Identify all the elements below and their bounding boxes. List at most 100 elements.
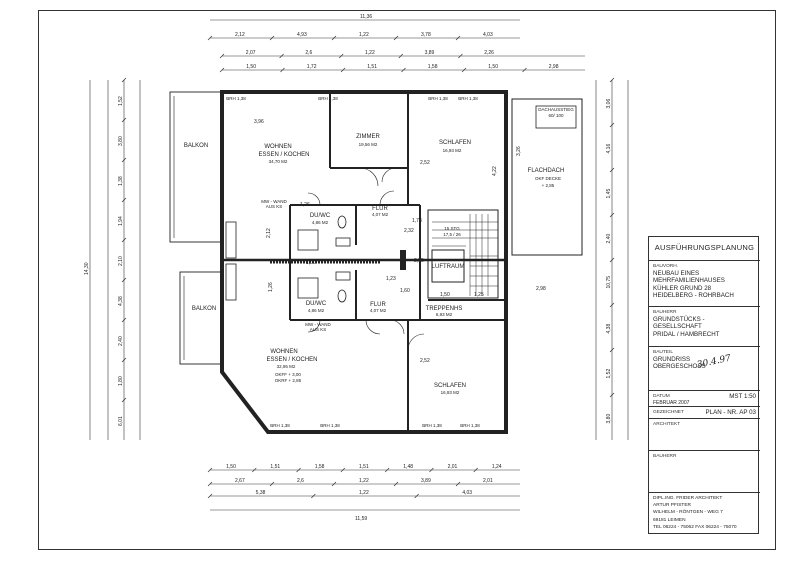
door-swings — [307, 167, 425, 351]
dimension-tick — [280, 67, 285, 73]
level-okff: OKFF + 3,00 — [275, 372, 301, 377]
window-brh-label: BRH 1,38 — [270, 423, 290, 428]
dimension-tick — [219, 53, 225, 59]
dimension-tick — [269, 35, 275, 41]
dim-inner: 1,26 — [268, 282, 274, 292]
dim-right: 4,16 — [606, 144, 612, 154]
dim-inner: 1,23 — [386, 276, 396, 282]
client-sign-label: BAUHERR — [653, 454, 677, 459]
room-wohnen-bottom-area: 32,95 M2 — [277, 364, 296, 369]
dim-top-row1: 2,12 — [235, 32, 245, 38]
architect-line: 69181 LEIMEN — [653, 517, 686, 523]
dimension-tick — [338, 53, 344, 59]
part-cell: BAUTEIL GRUNDRISS OBERGESCHOSS 30.4.97 — [649, 347, 760, 391]
dimension-tick — [296, 467, 301, 473]
dim-bottom-row2: 1,22 — [359, 478, 369, 484]
dim-inner: 2,12 — [266, 228, 272, 238]
architect-sign-cell: ARCHITEKT — [649, 419, 760, 451]
dim-right: 1,52 — [606, 369, 612, 379]
dim-inner: 1,73 — [412, 218, 422, 224]
dim-inner: 2,55 — [414, 258, 424, 264]
room-schlafen-top: SCHLAFEN — [439, 140, 471, 146]
dimension-tick — [340, 67, 346, 73]
dimension-tick — [455, 35, 461, 41]
toilet-top — [337, 215, 347, 229]
dim-right: 3,80 — [606, 414, 612, 424]
dim-top-row3: 1,50 — [488, 64, 498, 70]
client-line: GESELLSCHAFT — [653, 323, 702, 331]
dimension-tick — [609, 77, 615, 83]
washbasin-top — [335, 237, 351, 247]
mw-wall-bottom-sub: AUS KS — [310, 327, 327, 332]
dim-bottom-row1: 1,51 — [359, 464, 369, 470]
dim-inner: 1,60 — [400, 288, 410, 294]
dimension-tick — [121, 357, 127, 363]
dim-bottom-row1: 1,50 — [226, 464, 236, 470]
dim-left: 2,40 — [118, 336, 124, 346]
project-cell: BAUVORH. NEUBAU EINES MEHRFAMILIENHAUSES… — [649, 261, 760, 307]
dim-top-row3: 1,50 — [246, 64, 256, 70]
kitchen-counter-top — [225, 221, 237, 259]
dimension-tick — [340, 467, 346, 473]
dim-top-total: 11,36 — [360, 14, 372, 20]
dim-inner: 4,22 — [492, 166, 498, 176]
dimension-tick — [121, 277, 127, 283]
dimension-tick — [398, 53, 404, 59]
dimension-tick — [331, 35, 337, 41]
title-block: AUSFÜHRUNGSPLANUNG BAUVORH. NEUBAU EINES… — [648, 236, 760, 535]
dim-inner: 1,26 — [300, 202, 310, 208]
staircase-outline — [427, 209, 499, 299]
dimension-tick — [121, 117, 127, 123]
kitchen-counter-bottom — [225, 263, 237, 301]
part-line: GRUNDRISS — [653, 356, 691, 364]
flachdach-sub: OKF DECKE — [535, 176, 561, 181]
sheet-frame — [38, 10, 776, 550]
dimension-tick — [609, 122, 615, 128]
dim-right: 1,45 — [606, 189, 612, 199]
architect-line: ARTUR PFISTER — [653, 503, 692, 509]
client-line: GRUNDSTÜCKS - — [653, 316, 705, 324]
room-duwc-bottom: DU/WC — [306, 301, 327, 307]
dim-bottom-row2: 2,6 — [297, 478, 304, 484]
dimension-tick — [121, 317, 127, 323]
dimension-tick — [279, 53, 284, 59]
dimension-tick — [401, 67, 406, 73]
room-duwc-top: DU/WC — [310, 213, 331, 219]
dim-top-row2: 2,26 — [484, 50, 494, 56]
dimension-tick — [414, 493, 419, 499]
project-line: HEIDELBERG - ROHRBACH — [653, 291, 734, 299]
dimension-tick — [121, 77, 127, 83]
dimension-tick — [609, 347, 615, 353]
room-balkon-top: BALKON — [184, 143, 208, 149]
room-wohnen-bottom: WOHNEN — [270, 349, 297, 355]
dim-right: 4,38 — [606, 324, 612, 334]
dimension-tick — [121, 237, 127, 243]
dim-left-total: 14,30 — [84, 262, 90, 275]
dim-right: 3,06 — [606, 99, 612, 109]
dimension-tick — [429, 467, 434, 473]
dim-left: 1,80 — [118, 376, 124, 386]
dim-inner: 2,98 — [536, 286, 546, 292]
drawn-label: GEZEICHNET — [653, 410, 684, 415]
dimension-tick — [207, 467, 213, 473]
window-brh-label: BRH 1,38 — [320, 423, 340, 428]
dim-top-row3: 2,98 — [549, 64, 559, 70]
architect-stamp: DIPL.ING. FRIDER ARCHITEKT ARTUR PFISTER… — [649, 493, 760, 535]
dim-left: 1,94 — [118, 216, 124, 226]
dimension-tick — [121, 157, 127, 163]
room-schlafen-top-area: 16,93 M2 — [443, 148, 462, 153]
dim-top-row2: 1,22 — [365, 50, 375, 56]
dim-top-row1: 4,03 — [483, 32, 493, 38]
stair-treads — [432, 214, 498, 296]
date-label: DATUM — [653, 394, 670, 399]
dim-top-row3: 1,51 — [367, 64, 377, 70]
dim-bottom-row2: 3,89 — [421, 478, 431, 484]
window-brh-label: BRH 1,38 — [460, 423, 480, 428]
dimension-tick — [252, 467, 257, 473]
room-flur-top: FLUR — [372, 206, 388, 212]
dim-left: 2,10 — [118, 256, 124, 266]
dim-inner: 3,96 — [254, 119, 264, 125]
room-flur-bottom-area: 4,07 M2 — [370, 308, 387, 313]
drawn-cell: GEZEICHNET PLAN - NR. AP 03 — [649, 407, 760, 419]
dim-bottom-row3: 1,22 — [359, 490, 369, 496]
